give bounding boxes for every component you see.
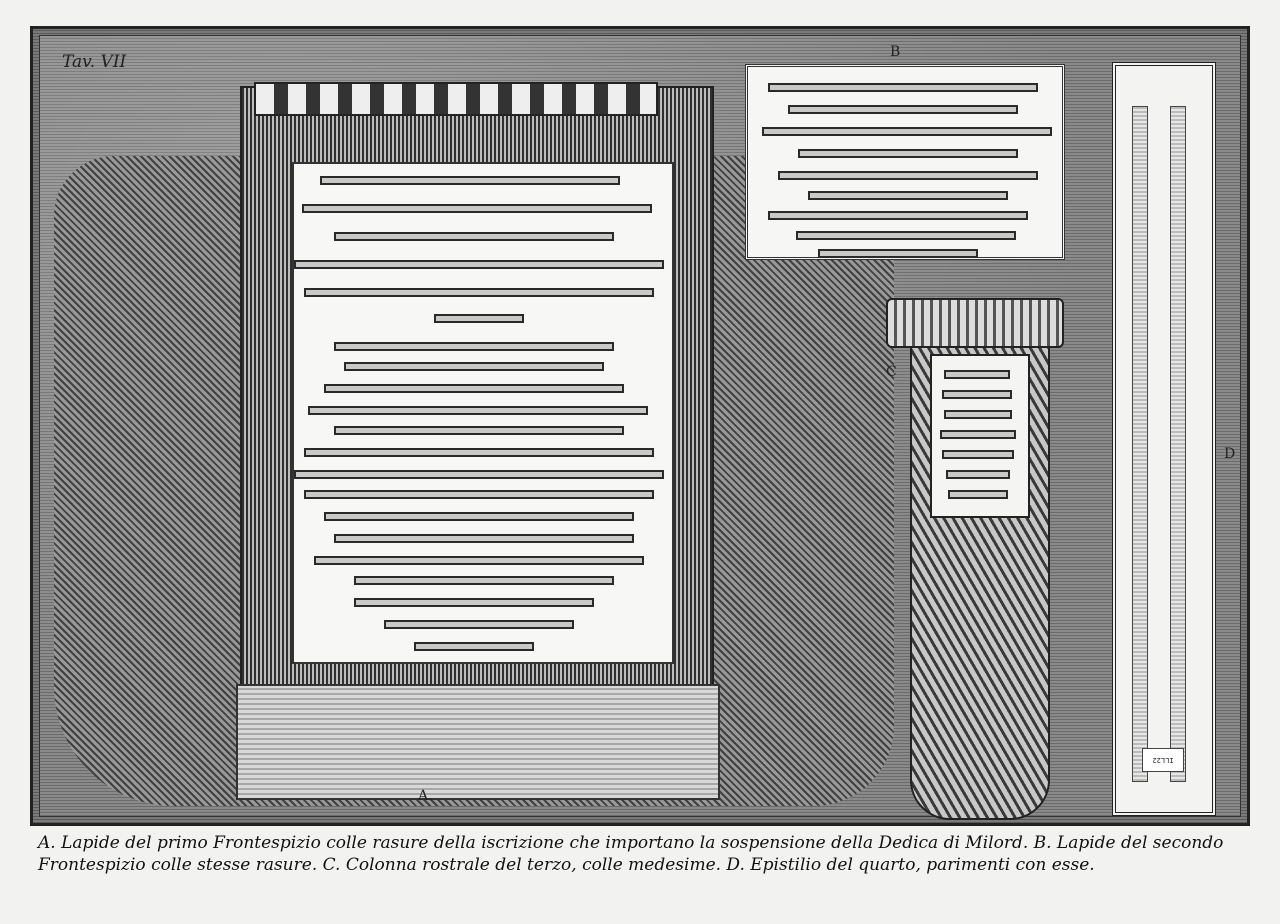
stone-a-dentil-cornice bbox=[254, 82, 658, 116]
plate-background: Tav. VII A. B C D ILL22 bbox=[39, 35, 1241, 820]
erased-inscription-line bbox=[768, 83, 1038, 92]
erased-inscription-line bbox=[354, 598, 594, 607]
erased-inscription-line bbox=[304, 490, 654, 499]
erased-inscription-line bbox=[320, 176, 620, 185]
collection-stamp: ILL22 bbox=[1142, 748, 1184, 772]
erased-inscription-line bbox=[294, 470, 664, 479]
erased-inscription-line bbox=[818, 249, 978, 258]
erased-inscription-line bbox=[762, 127, 1052, 136]
erased-inscription-line bbox=[308, 406, 648, 415]
caption-line-1: A. Lapide del primo Frontespizio colle r… bbox=[38, 833, 1224, 853]
erased-inscription-line bbox=[334, 342, 614, 351]
epistyle-d-erased-band-left bbox=[1132, 106, 1148, 782]
erased-inscription-line bbox=[796, 231, 1016, 240]
erased-inscription-line bbox=[940, 430, 1016, 439]
label-a: A. bbox=[418, 788, 433, 804]
epistyle-d-erased-band-right bbox=[1170, 106, 1186, 782]
stone-b-inscription-panel bbox=[745, 64, 1065, 260]
label-d: D bbox=[1224, 446, 1236, 462]
erased-inscription-line bbox=[354, 576, 614, 585]
erased-inscription-line bbox=[384, 620, 574, 629]
erased-inscription-line bbox=[302, 204, 652, 213]
erased-inscription-line bbox=[294, 260, 664, 269]
label-c: C bbox=[886, 364, 897, 380]
erased-inscription-line bbox=[314, 556, 644, 565]
erased-inscription-line bbox=[942, 390, 1012, 399]
epistyle-d bbox=[1112, 62, 1216, 816]
engraving-plate: Tav. VII A. B C D ILL22 bbox=[30, 26, 1250, 826]
label-b: B bbox=[890, 44, 901, 60]
erased-inscription-line bbox=[948, 490, 1008, 499]
erased-inscription-line bbox=[808, 191, 1008, 200]
erased-inscription-line bbox=[778, 171, 1038, 180]
stone-a-inscription-panel bbox=[292, 162, 674, 664]
erased-inscription-line bbox=[798, 149, 1018, 158]
erased-inscription-line bbox=[324, 512, 634, 521]
stone-a-base bbox=[236, 684, 720, 800]
erased-inscription-line bbox=[788, 105, 1018, 114]
erased-inscription-line bbox=[334, 426, 624, 435]
erased-inscription-line bbox=[944, 410, 1012, 419]
erased-inscription-line bbox=[946, 470, 1010, 479]
erased-inscription-line bbox=[942, 450, 1014, 459]
erased-inscription-line bbox=[334, 232, 614, 241]
erased-inscription-line bbox=[324, 384, 624, 393]
erased-inscription-line bbox=[944, 370, 1010, 379]
plate-number-label: Tav. VII bbox=[62, 52, 127, 72]
erased-inscription-line bbox=[414, 642, 534, 651]
plate-caption: A. Lapide del primo Frontespizio colle r… bbox=[38, 832, 1248, 876]
erased-inscription-line bbox=[334, 534, 634, 543]
erased-inscription-line bbox=[304, 448, 654, 457]
erased-inscription-line bbox=[434, 314, 524, 323]
erased-inscription-line bbox=[344, 362, 604, 371]
erased-inscription-line bbox=[304, 288, 654, 297]
caption-line-2: Frontespizio colle stesse rasure. C. Col… bbox=[38, 855, 1095, 875]
column-c-inscription-plaque bbox=[930, 354, 1030, 518]
column-c-capital bbox=[886, 298, 1064, 348]
erased-inscription-line bbox=[768, 211, 1028, 220]
